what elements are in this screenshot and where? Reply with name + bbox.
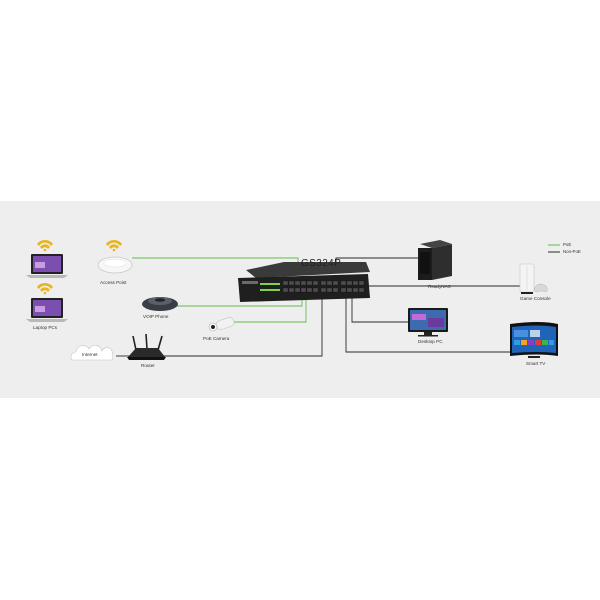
laptop-icon [26, 298, 68, 322]
access-point-icon [97, 256, 133, 274]
nas-icon [418, 240, 452, 280]
camera-icon [208, 317, 235, 332]
cloud-icon [70, 345, 114, 361]
legend-non-poe-label: Non-PoE [563, 249, 581, 254]
switch-top [246, 262, 370, 278]
voip-phone-label: VOIP Phone [143, 314, 169, 319]
desktop-pc-label: Desktop PC [418, 339, 443, 344]
switch-model-title: GS324P [301, 258, 342, 269]
wifi-icon [106, 240, 122, 252]
game-console-label: Game Console [520, 296, 551, 301]
line-router [160, 296, 323, 357]
wifi-icon [37, 283, 53, 295]
smart-tv-label: Smart TV [526, 361, 546, 366]
internet-label: Internet [82, 352, 98, 357]
switch-brand-strip [242, 281, 258, 284]
voip-phone-icon [142, 297, 178, 311]
router-label: Router [141, 363, 155, 368]
legend [548, 244, 560, 253]
line-smart-tv [345, 296, 510, 353]
game-console-icon [519, 263, 548, 294]
poe-camera-label: PoE Camera [203, 336, 230, 341]
switch-status-leds [260, 283, 280, 291]
laptop-icon [26, 254, 68, 278]
switch-gs324p [238, 262, 370, 302]
router-icon [127, 333, 166, 360]
switch-ports [282, 280, 365, 293]
access-point-label: Access Point [100, 280, 127, 285]
wifi-icon [37, 240, 53, 252]
poe-line-poe-camera [234, 296, 307, 323]
readynas-label: ReadyNAS [428, 284, 451, 289]
desktop-pc-icon [408, 308, 448, 337]
smart-tv-icon [510, 322, 558, 358]
laptops-label: Laptop PCs [33, 325, 58, 330]
line-desktop-pc [351, 296, 408, 323]
legend-poe-label: PoE [563, 242, 572, 247]
